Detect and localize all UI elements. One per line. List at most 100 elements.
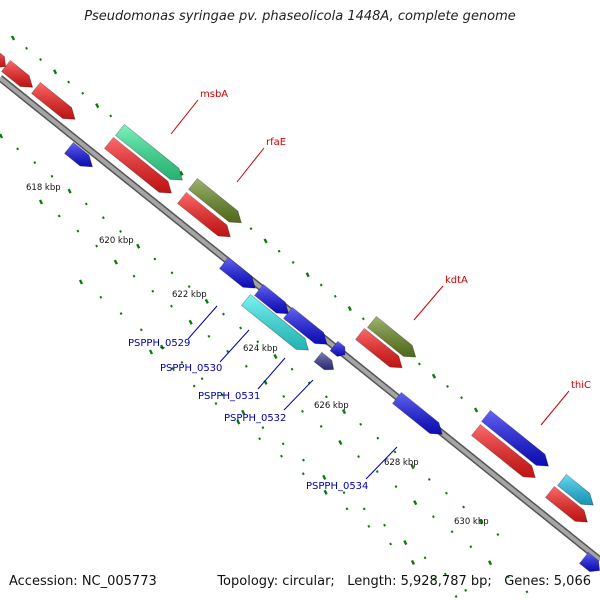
track-dot	[474, 407, 479, 413]
track-dot	[362, 507, 366, 511]
leader-line	[187, 305, 218, 340]
track-dot	[460, 396, 463, 400]
track-dot	[256, 340, 260, 344]
track-dot	[67, 80, 71, 84]
track-dot	[38, 199, 44, 205]
track-dot	[25, 46, 28, 50]
track-dot	[214, 402, 218, 406]
track-dot	[525, 590, 529, 594]
gene-label-kdtA[interactable]: kdtA	[445, 275, 468, 286]
track-dot	[410, 464, 415, 470]
track-dot	[50, 174, 54, 178]
track-dot	[187, 285, 191, 289]
tick-label: 620 kbp	[99, 236, 134, 246]
gene-label-rfaE[interactable]: rfaE	[266, 137, 286, 148]
track-dot	[281, 442, 285, 446]
feature-PSPPH_0529[interactable]	[219, 256, 256, 289]
track-dot	[16, 147, 20, 151]
track-dot	[319, 425, 323, 428]
track-dot	[113, 259, 118, 265]
track-dot	[302, 458, 305, 462]
feature-arrow[interactable]	[31, 81, 76, 120]
gene-label-PSPPH_0532[interactable]: PSPPH_0532	[224, 413, 286, 424]
track-dot	[10, 35, 16, 41]
track-dot	[263, 238, 268, 244]
track-dot	[305, 272, 310, 278]
track-dot	[226, 349, 229, 353]
track-dot	[102, 216, 105, 220]
track-dot	[244, 364, 248, 368]
track-dot	[389, 542, 393, 546]
track-dot	[464, 588, 468, 592]
track-dot	[261, 426, 265, 429]
track-dot	[383, 523, 386, 527]
feature-arrow[interactable]	[0, 49, 7, 68]
tick-label: 626 kbp	[314, 401, 349, 411]
feature-PSPPH_0532[interactable]	[313, 351, 335, 371]
track-dot	[151, 289, 155, 293]
leader-line	[365, 446, 398, 480]
track-dot	[236, 419, 241, 425]
track-dot	[249, 227, 253, 231]
track-dot	[95, 244, 99, 248]
track-dot	[393, 450, 397, 454]
track-dot	[258, 437, 262, 441]
track-dot	[192, 384, 196, 388]
leader-line	[413, 285, 444, 321]
track-dot	[301, 472, 305, 476]
topology-text: Topology: circular;	[217, 574, 335, 589]
length-text: Length: 5,928,787 bp;	[347, 574, 492, 589]
track-dot	[376, 436, 380, 440]
track-dot	[319, 283, 323, 287]
gene-label-PSPPH_0529[interactable]: PSPPH_0529	[128, 338, 190, 349]
track-dot	[403, 539, 408, 546]
track-dot	[290, 367, 294, 371]
gene-label-msbA[interactable]: msbA	[200, 89, 228, 100]
track-dot	[445, 491, 448, 495]
track-dot	[119, 312, 123, 316]
gene-label-PSPPH_0534[interactable]: PSPPH_0534	[306, 481, 368, 492]
track-dot	[345, 507, 349, 511]
leader-line	[170, 99, 199, 135]
track-dot	[95, 103, 100, 109]
track-dot	[359, 422, 363, 426]
track-dot	[361, 317, 365, 321]
track-dot	[99, 295, 103, 299]
track-dot	[427, 478, 431, 481]
track-dot	[357, 455, 360, 458]
track-dot	[170, 367, 174, 370]
feature-arrows	[0, 49, 600, 573]
track-dot	[338, 439, 343, 446]
gene-label-thiC[interactable]: thiC	[571, 380, 591, 391]
track-dot	[479, 519, 484, 525]
gene-label-PSPPH_0531[interactable]: PSPPH_0531	[198, 391, 260, 402]
tick-label: 622 kbp	[172, 290, 207, 300]
track-dot	[153, 257, 157, 261]
leader-line	[540, 390, 570, 426]
track-dot	[119, 229, 122, 233]
gene-label-PSPPH_0530[interactable]: PSPPH_0530	[160, 363, 222, 374]
track-dot	[280, 454, 283, 458]
track-dot	[323, 489, 328, 495]
track-dot	[301, 409, 304, 413]
tick-label: 630 kbp	[454, 517, 489, 527]
track-dot	[423, 556, 427, 560]
track-dot	[450, 530, 454, 534]
track-dot	[241, 409, 246, 415]
track-dot	[136, 243, 141, 249]
track-dot	[375, 470, 379, 473]
track-dot	[273, 353, 278, 359]
leader-line	[257, 357, 286, 390]
track-dot	[487, 560, 493, 566]
feature-PSPPH_0534[interactable]	[392, 391, 443, 435]
track-dot	[413, 500, 418, 506]
track-dot	[33, 161, 37, 165]
track-dot	[204, 298, 209, 304]
track-dot	[446, 385, 449, 388]
track-dot	[170, 304, 173, 308]
track-dot	[431, 373, 437, 379]
track-dot	[53, 69, 58, 75]
track-dot	[57, 214, 61, 218]
track-dot	[496, 533, 500, 537]
